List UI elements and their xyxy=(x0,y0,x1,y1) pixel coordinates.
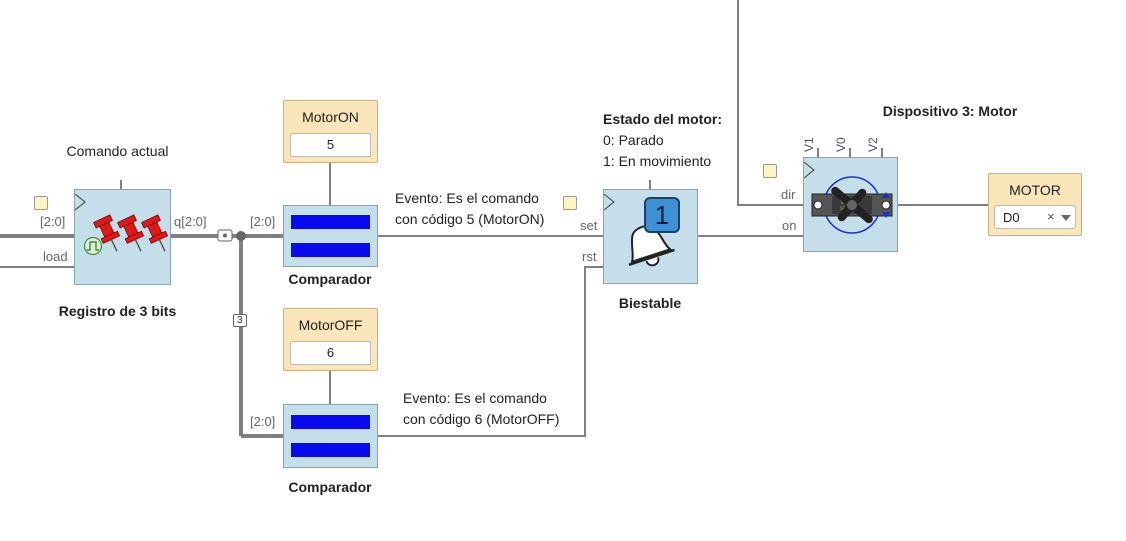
comparator-on-block[interactable] xyxy=(283,205,378,267)
register-port-out: q[2:0] xyxy=(174,214,207,229)
const-motoroff-value[interactable]: 6 xyxy=(290,341,371,365)
const-motoron-value[interactable]: 5 xyxy=(290,133,371,157)
flipflop-state-title: Estado del motor: xyxy=(603,111,723,127)
comparator-off-title: Comparador xyxy=(288,479,372,495)
motor-output-label: MOTOR xyxy=(1009,182,1061,198)
motor-port-on: on xyxy=(782,218,797,233)
const-motoron-label: MotorON xyxy=(302,109,359,125)
const-motoron[interactable]: MotorON 5 xyxy=(283,100,378,163)
const-motoroff-label: MotorOFF xyxy=(298,317,363,333)
equals-bar-top xyxy=(291,415,370,429)
chevron-down-icon[interactable] xyxy=(1061,215,1071,222)
clock-triangle-icon xyxy=(604,194,615,211)
servo-motor-icon: Tower Pro SG90 xyxy=(811,176,893,234)
event-off-line1: Evento: Es el comando xyxy=(403,390,547,406)
flipflop-state-0: 0: Parado xyxy=(603,132,664,148)
motor-pin-value: D0 xyxy=(1003,210,1020,225)
flipflop-port-set: set xyxy=(580,218,598,233)
equals-bar-bottom xyxy=(291,243,370,257)
bus-width-label: 3 xyxy=(233,314,247,327)
flipflop-port-rst: rst xyxy=(582,249,597,264)
motor-input-pin[interactable] xyxy=(763,164,777,178)
equals-bar-bottom xyxy=(291,443,370,457)
motor-pin-v0: V0 xyxy=(834,137,848,152)
register-caption: Comando actual xyxy=(66,143,169,159)
motor-device-block[interactable]: Tower Pro SG90 xyxy=(803,157,898,252)
comparator-off-port-in: [2:0] xyxy=(250,414,276,429)
comparator-on-port-in: [2:0] xyxy=(250,214,276,229)
flipflop-state-1: 1: En movimiento xyxy=(603,153,712,169)
bus-junction-dot xyxy=(236,231,246,241)
motor-pin-select[interactable]: D0 × xyxy=(994,205,1076,229)
push-pins-icon xyxy=(93,214,169,252)
const-motoroff[interactable]: MotorOFF 6 xyxy=(283,308,378,371)
event-off-wire xyxy=(377,266,603,437)
event-off-line2: con código 6 (MotorOFF) xyxy=(403,411,560,427)
bell-icon xyxy=(628,225,675,267)
clear-icon[interactable]: × xyxy=(1047,209,1055,224)
motor-pin-v1: V1 xyxy=(802,137,816,152)
clock-triangle-icon xyxy=(804,162,815,179)
comparator-on-title: Comparador xyxy=(288,271,372,287)
equals-bar-top xyxy=(291,215,370,229)
motor-pin-v2: V2 xyxy=(866,137,880,152)
motor-device-title: Dispositivo 3: Motor xyxy=(882,103,1018,119)
register-port-load: load xyxy=(43,249,68,264)
register-input-pin[interactable] xyxy=(34,196,48,210)
comparator-off-block[interactable] xyxy=(283,404,378,468)
flipflop-input-pin[interactable] xyxy=(563,196,577,210)
event-on-line1: Evento: Es el comando xyxy=(395,190,539,206)
flipflop-block[interactable]: 1 xyxy=(603,189,698,284)
register-block[interactable] xyxy=(74,189,171,285)
register-title: Registro de 3 bits xyxy=(58,303,177,319)
flipflop-state-badge: 1 xyxy=(644,197,680,233)
motor-port-dir: dir xyxy=(781,187,796,202)
clock-triangle-icon xyxy=(75,194,86,211)
pulse-icon xyxy=(83,236,103,256)
event-on-line2: con código 5 (MotorON) xyxy=(395,211,545,227)
flipflop-title: Biestable xyxy=(618,295,682,311)
dir-wire xyxy=(737,0,803,206)
motor-output-block[interactable]: MOTOR D0 × xyxy=(988,173,1082,236)
register-port-in: [2:0] xyxy=(40,214,66,229)
